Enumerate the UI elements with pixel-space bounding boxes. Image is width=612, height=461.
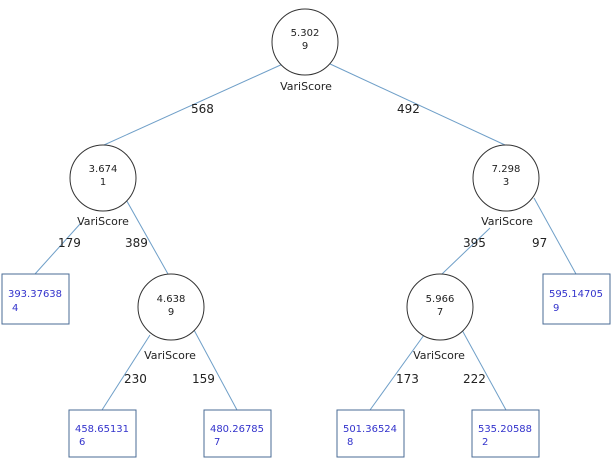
edge-label-lr-leaf2: 230 bbox=[124, 372, 147, 386]
leaf-2: 458.65131 6 bbox=[68, 409, 137, 458]
node-right-value: 7.298 bbox=[492, 164, 521, 175]
edge-rl-leaf5 bbox=[461, 329, 507, 411]
edge-label-rl-leaf4: 173 bbox=[396, 372, 419, 386]
node-left-right-circle bbox=[137, 273, 205, 341]
node-right-split: VariScore bbox=[481, 215, 533, 228]
node-left-count: 1 bbox=[100, 177, 106, 188]
node-right-left: 5.966 7 VariScore bbox=[406, 273, 474, 362]
edge-lr-leaf2 bbox=[101, 334, 151, 411]
node-root-count: 9 bbox=[302, 41, 308, 52]
leaf-3: 480.26785 7 bbox=[203, 409, 272, 458]
edge-label-right-leaf6: 97 bbox=[532, 236, 547, 250]
leaf-4: 501.36524 8 bbox=[336, 409, 405, 458]
edge-left-rightnode bbox=[123, 195, 169, 275]
edge-root-right bbox=[327, 62, 506, 146]
leaf-5: 535.20588 2 bbox=[471, 409, 540, 458]
edge-label-lr-leaf3: 159 bbox=[192, 372, 215, 386]
node-root-split: VariScore bbox=[280, 80, 332, 93]
node-root: 5.302 9 VariScore bbox=[271, 8, 339, 93]
node-left-value: 3.674 bbox=[89, 164, 118, 175]
edge-root-left bbox=[103, 62, 286, 146]
node-root-value: 5.302 bbox=[291, 28, 320, 39]
leaf-5-box bbox=[471, 409, 540, 458]
leaf-4-count: 8 bbox=[347, 437, 353, 448]
node-left-right: 4.638 9 VariScore bbox=[137, 273, 205, 362]
node-right-circle bbox=[472, 144, 540, 212]
node-left-split: VariScore bbox=[77, 215, 129, 228]
leaf-3-box bbox=[203, 409, 272, 458]
leaf-1-count: 4 bbox=[12, 303, 18, 314]
edge-label-left-leaf1: 179 bbox=[58, 236, 81, 250]
leaf-2-value: 458.65131 bbox=[75, 424, 129, 435]
node-right-count: 3 bbox=[503, 177, 509, 188]
leaf-5-count: 2 bbox=[482, 437, 488, 448]
edge-lr-leaf3 bbox=[193, 329, 238, 411]
node-right: 7.298 3 VariScore bbox=[472, 144, 540, 228]
leaf-4-value: 501.36524 bbox=[343, 424, 397, 435]
node-right-left-circle bbox=[406, 273, 474, 341]
leaf-1-value: 393.37638 bbox=[8, 289, 62, 300]
edges bbox=[34, 62, 577, 411]
leaf-6-value: 595.14705 bbox=[549, 289, 603, 300]
node-left-right-value: 4.638 bbox=[157, 294, 186, 305]
node-right-left-value: 5.966 bbox=[426, 294, 455, 305]
node-left: 3.674 1 VariScore bbox=[69, 144, 137, 228]
leaf-1-box bbox=[1, 273, 70, 325]
leaf-4-box bbox=[336, 409, 405, 458]
leaf-6-box bbox=[542, 273, 611, 325]
edge-right-leftnode bbox=[441, 227, 491, 275]
node-left-right-split: VariScore bbox=[144, 349, 196, 362]
leaf-6: 595.14705 9 bbox=[542, 273, 611, 325]
node-right-left-count: 7 bbox=[437, 307, 443, 318]
edge-left-leaf1 bbox=[34, 223, 81, 275]
leaf-6-count: 9 bbox=[553, 303, 559, 314]
edge-right-leaf6 bbox=[533, 197, 577, 275]
node-root-circle bbox=[271, 8, 339, 76]
edge-rl-leaf4 bbox=[369, 334, 425, 411]
node-right-left-split: VariScore bbox=[413, 349, 465, 362]
edge-labels: 568 492 179 389 230 159 395 97 173 222 bbox=[58, 102, 547, 386]
edge-label-left-right: 389 bbox=[125, 236, 148, 250]
leaf-3-count: 7 bbox=[214, 437, 220, 448]
edge-label-right-left: 395 bbox=[463, 236, 486, 250]
edge-label-rl-leaf5: 222 bbox=[463, 372, 486, 386]
edge-label-root-left: 568 bbox=[191, 102, 214, 116]
leaf-2-count: 6 bbox=[79, 437, 85, 448]
leaf-2-box bbox=[68, 409, 137, 458]
leaf-1: 393.37638 4 bbox=[1, 273, 70, 325]
edge-label-root-right: 492 bbox=[397, 102, 420, 116]
leaf-3-value: 480.26785 bbox=[210, 424, 264, 435]
node-left-circle bbox=[69, 144, 137, 212]
node-left-right-count: 9 bbox=[168, 307, 174, 318]
leaf-5-value: 535.20588 bbox=[478, 424, 532, 435]
